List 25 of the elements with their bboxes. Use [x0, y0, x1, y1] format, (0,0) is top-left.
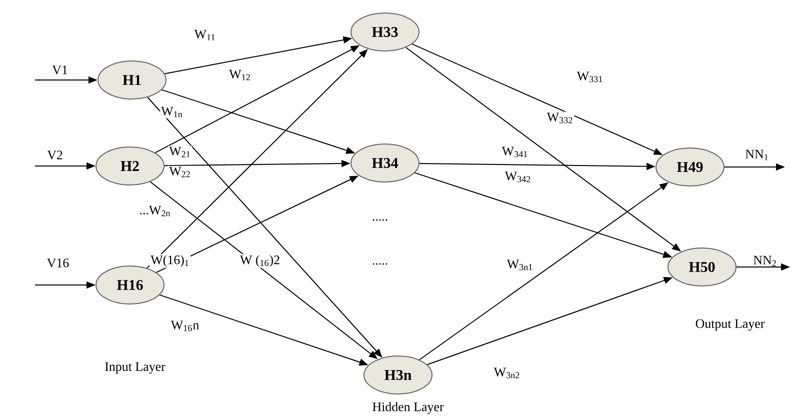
- weight-label: W$_{341}$: [500, 146, 530, 158]
- weight-label: W$_{11}$: [193, 28, 217, 42]
- weight-label: W$_{3n2}$: [492, 366, 522, 380]
- layer-label: Output Layer: [694, 318, 766, 332]
- layer-label: Hidden Layer: [371, 401, 445, 415]
- weight-label: W$_{22}$: [168, 166, 192, 178]
- weight-label: W$_{3n1}$: [506, 258, 534, 272]
- edge-label: V16: [47, 258, 69, 268]
- layer-label: Input Layer: [104, 361, 166, 375]
- weight-label: .....: [370, 218, 390, 222]
- weight-label: W$_{12}$: [228, 68, 252, 82]
- weight-label: W(16)$_{1}$: [150, 254, 190, 268]
- weight-label: W$_{342}$: [504, 170, 532, 184]
- edge-label: NN$_{1}$: [746, 150, 768, 160]
- weight-label: ...W$_{2n}$: [138, 204, 172, 218]
- weight-label: W$_{332}$: [546, 112, 574, 124]
- weight-label: W$_{21}$: [168, 146, 192, 158]
- weight-label: W$_{1n}$: [160, 106, 184, 118]
- edge-label: NN$_{2}$: [754, 256, 776, 266]
- weight-label: W ($_{16}$)2: [238, 254, 282, 268]
- weight-label: W$_{331}$: [576, 70, 604, 84]
- weight-label: W$_{16}$n: [170, 320, 200, 332]
- edge-label: V1: [52, 66, 68, 74]
- edge-label: V2: [47, 150, 62, 160]
- weight-label: .....: [370, 262, 390, 266]
